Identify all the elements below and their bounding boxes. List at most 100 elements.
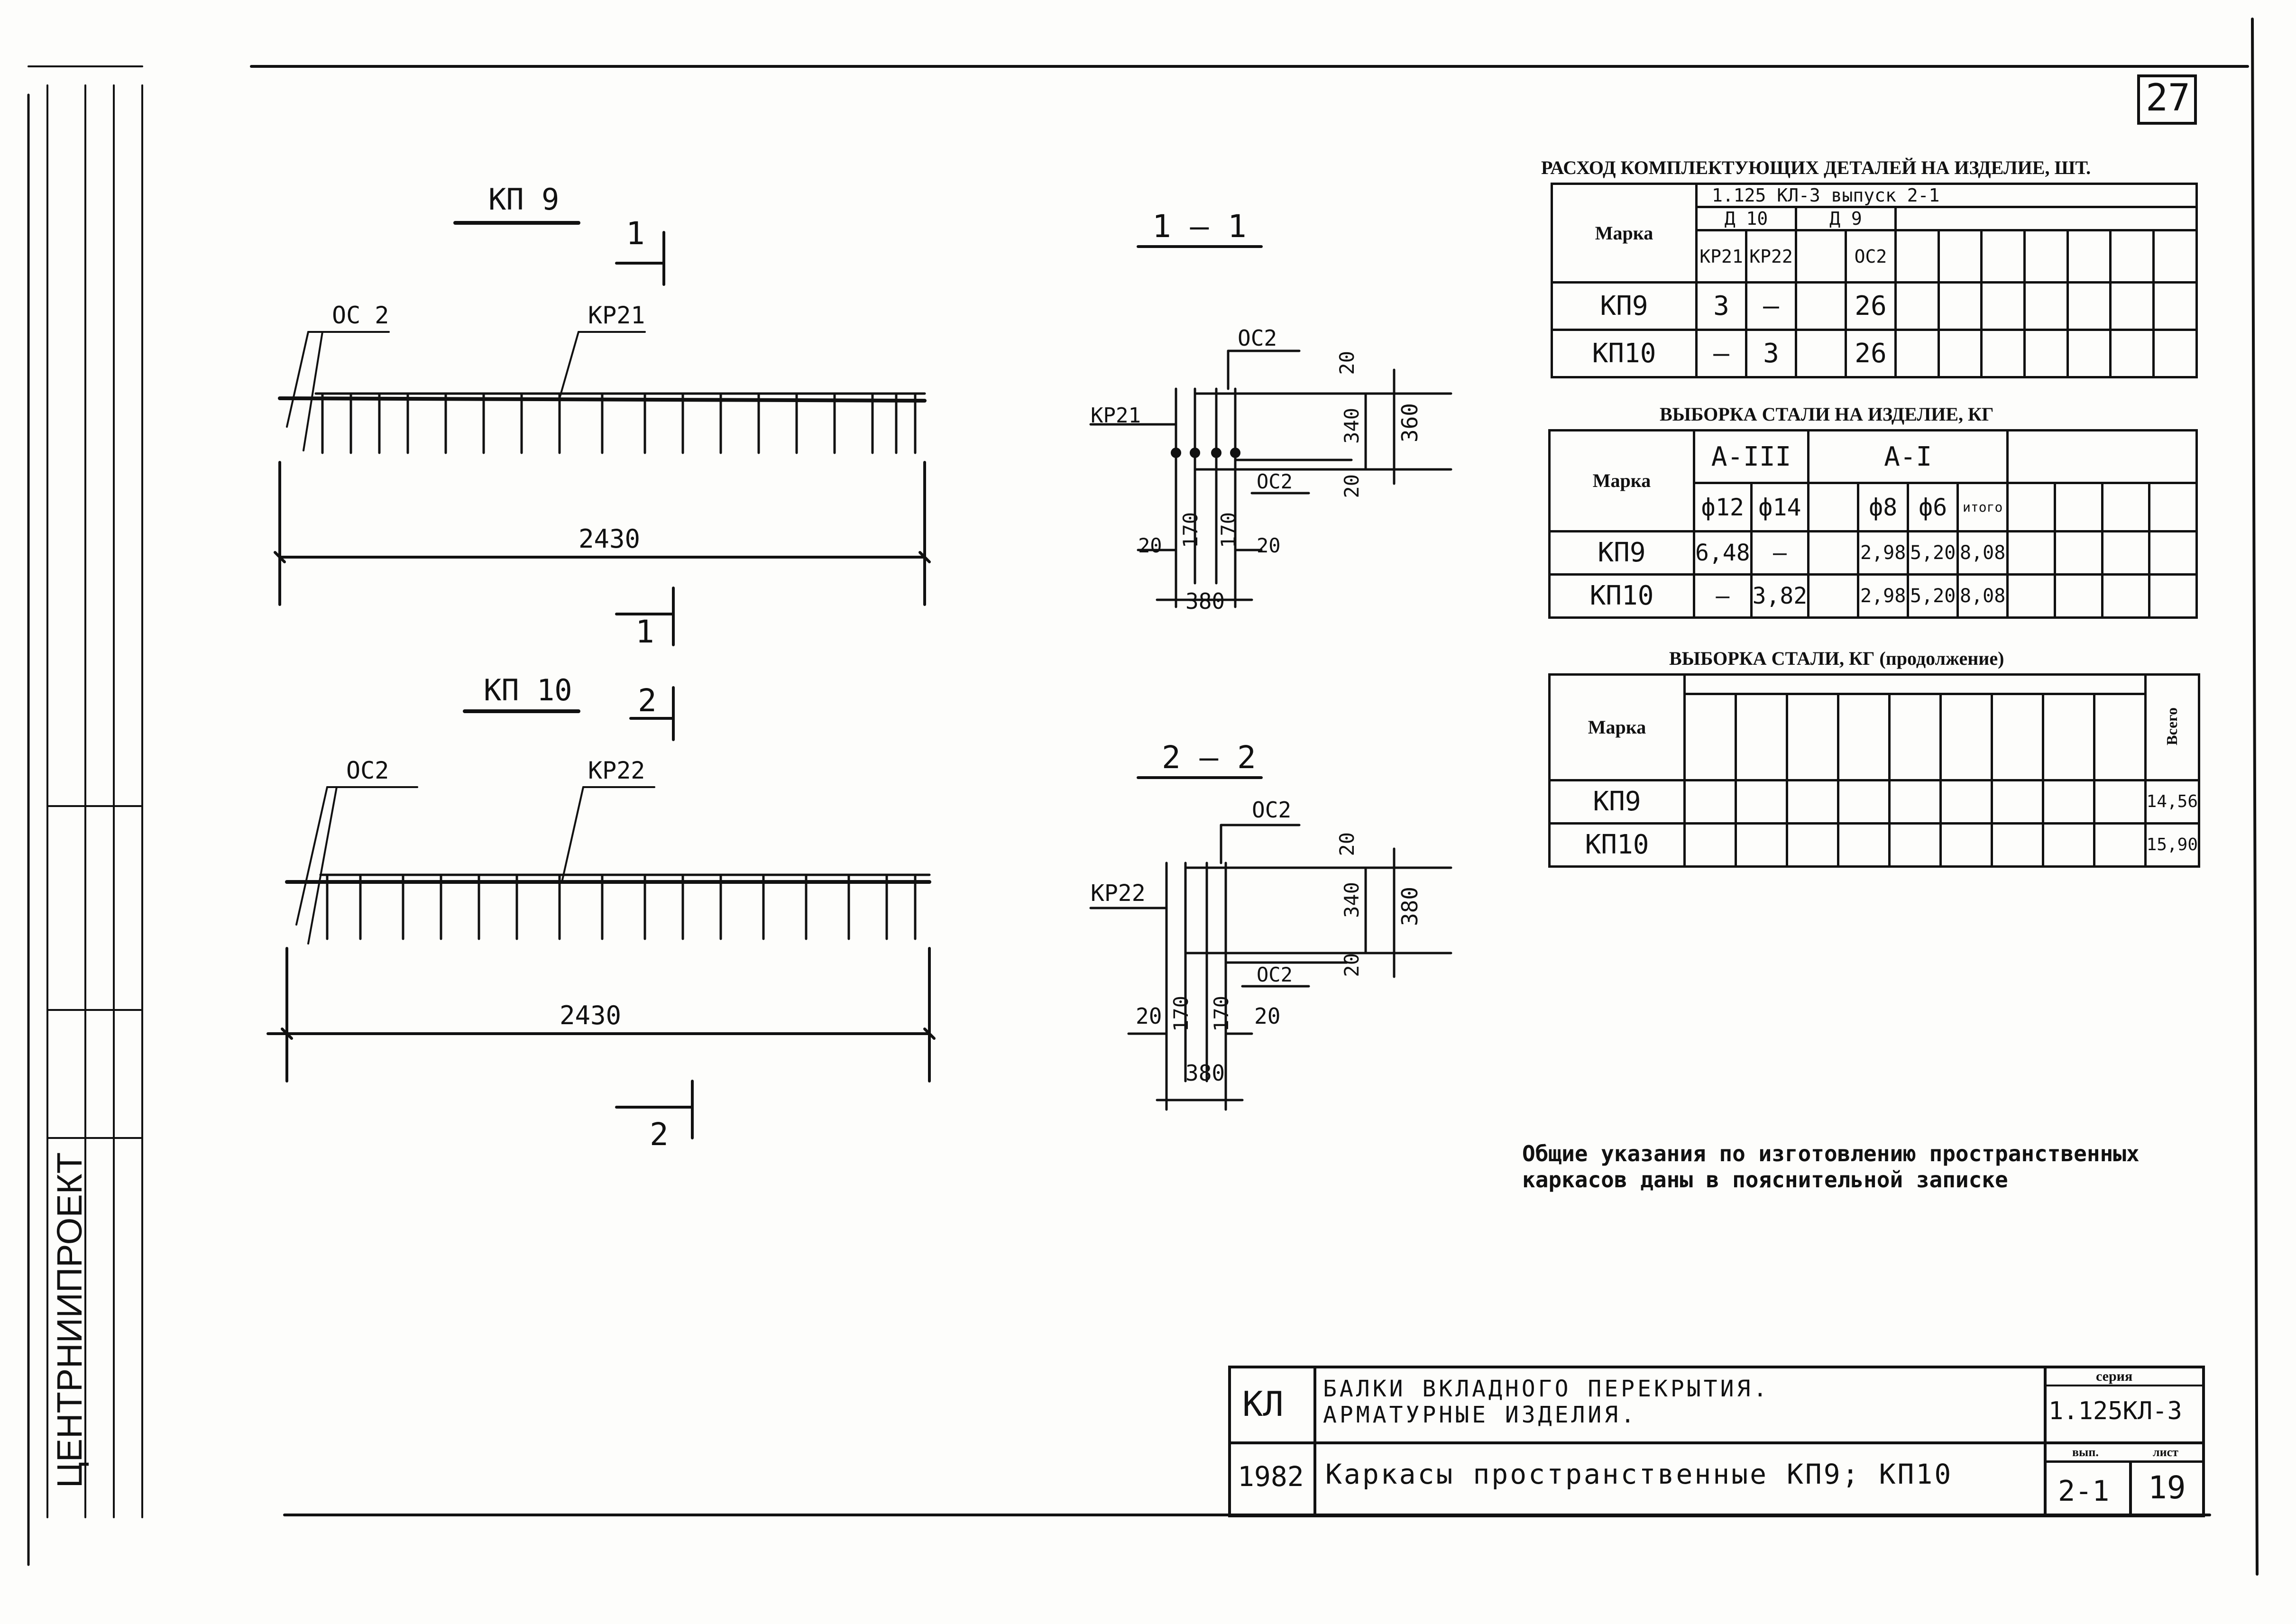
section1-mesh-label: КР21 xyxy=(1091,404,1141,428)
title-block: КЛ 1982 БАЛКИ ВКЛАДНОГО ПЕРЕКРЫТИЯ. АРМА… xyxy=(1228,1366,2205,1517)
title-block-divider xyxy=(2044,1385,2205,1386)
steel-cell: 3,82 xyxy=(1750,573,1810,619)
steel-cell: 6,48 xyxy=(1693,530,1753,576)
title-block-code: КЛ xyxy=(1242,1384,1284,1424)
kp9-section-mark: 1 xyxy=(626,215,645,252)
title-block-divider xyxy=(1228,1441,2205,1444)
steel-col: ф8 xyxy=(1857,482,1910,532)
steel-cell: 8,08 xyxy=(1956,573,2009,619)
parts-col xyxy=(1795,229,1847,284)
parts-doc-ref: 1.125 КЛ-3 выпуск 2-1 xyxy=(1695,183,2198,208)
parts-cell: — xyxy=(1695,329,1747,378)
section2-dim-380: 380 xyxy=(1397,887,1423,927)
parts-row-mark: КП9 xyxy=(1551,281,1698,331)
parts-table: Марка 1.125 КЛ-3 выпуск 2-1 Д 10 Д 9 КР2… xyxy=(1551,183,2198,378)
kp10-title: КП 10 xyxy=(484,673,572,707)
title-block-divider xyxy=(2044,1460,2205,1463)
cont-row-mark: КП9 xyxy=(1548,779,1686,825)
parts-col: КР21 xyxy=(1695,229,1747,284)
title-block-issue: 2-1 xyxy=(2058,1475,2110,1508)
parts-table-caption: РАСХОД КОМПЛЕКТУЮЩИХ ДЕТАЛЕЙ НА ИЗДЕЛИЕ,… xyxy=(1541,157,2091,178)
steel-cont-table: Марка Всего КП9 14,56 КП10 15,90 xyxy=(1548,673,2201,868)
steel-table-caption: ВЫБОРКА СТАЛИ НА ИЗДЕЛИЕ, КГ xyxy=(1660,404,1994,425)
kp10-section-mark: 2 xyxy=(638,682,657,719)
section2-dim-20-top: 20 xyxy=(1335,832,1359,856)
kp9-callout-os: ОС 2 xyxy=(332,302,389,329)
section2-dim-20-right: 20 xyxy=(1254,1003,1281,1029)
parts-cell: 3 xyxy=(1695,281,1747,331)
steel-col: ф6 xyxy=(1907,482,1959,532)
title-block-subject-1: БАЛКИ ВКЛАДНОГО ПЕРЕКРЫТИЯ. xyxy=(1323,1376,1770,1402)
parts-group-1: Д 10 xyxy=(1695,206,1797,231)
parts-col-empty xyxy=(1894,229,1940,284)
section2-title: 2 — 2 xyxy=(1162,739,1256,776)
section2-dim-width: 380 xyxy=(1185,1060,1225,1086)
section1-dim-width: 380 xyxy=(1185,588,1225,614)
title-block-sheet-label: лист xyxy=(2153,1445,2178,1459)
section1-dim-20-top: 20 xyxy=(1335,351,1359,375)
steel-col xyxy=(1807,482,1860,532)
title-block-sheet-title: Каркасы пространственные КП9; КП10 xyxy=(1325,1458,1953,1490)
cont-row-mark: КП10 xyxy=(1548,822,1686,868)
steel-cell xyxy=(1807,530,1860,576)
parts-cell: 26 xyxy=(1845,329,1897,378)
parts-cell: 26 xyxy=(1845,281,1897,331)
steel-cell xyxy=(1807,573,1860,619)
title-block-divider xyxy=(2044,1366,2047,1517)
section2-mesh-label: КР22 xyxy=(1091,880,1146,907)
section1-dim-340: 340 xyxy=(1340,408,1363,444)
kp10-callout-os: ОС2 xyxy=(346,757,389,784)
section2-dim-20-bottom: 20 xyxy=(1340,953,1363,977)
section1-dim-20-right: 20 xyxy=(1257,534,1281,557)
margin-stamp: ЦЕНТРНИИПРОЕКТ xyxy=(50,1152,89,1488)
parts-cell: — xyxy=(1745,281,1797,331)
parts-group-2: Д 9 xyxy=(1795,206,1897,231)
section2-top-label: ОС2 xyxy=(1252,797,1292,823)
cont-row-total: 15,90 xyxy=(2144,822,2201,868)
steel-cell: 5,20 xyxy=(1907,530,1959,576)
section2-dim-170-a: 170 xyxy=(1169,996,1193,1032)
steel-group-2: А-I xyxy=(1807,429,2009,485)
title-block-subject-2: АРМАТУРНЫЕ ИЗДЕЛИЯ. xyxy=(1323,1402,1638,1428)
general-note-line2: каркасов даны в пояснительной записке xyxy=(1522,1167,2008,1193)
parts-col-empty xyxy=(2023,229,2069,284)
section2-side-label: ОС2 xyxy=(1257,963,1293,986)
steel-cell: 2,98 xyxy=(1857,530,1910,576)
section1-dim-360: 360 xyxy=(1397,403,1423,443)
parts-col-empty xyxy=(1937,229,1983,284)
kp9-title: КП 9 xyxy=(488,182,560,217)
general-note-line1: Общие указания по изготовлению пространс… xyxy=(1522,1141,2140,1166)
parts-col-empty xyxy=(2109,229,2155,284)
steel-row-mark: КП10 xyxy=(1548,573,1695,619)
steel-col-marka: Марка xyxy=(1548,429,1695,532)
cont-header-empty xyxy=(1683,673,2147,695)
title-block-divider xyxy=(2129,1460,2132,1517)
steel-group-empty xyxy=(2006,429,2198,485)
parts-col-empty xyxy=(2152,229,2198,284)
title-block-year: 1982 xyxy=(1238,1460,1304,1493)
steel-cell: 2,98 xyxy=(1857,573,1910,619)
section2-dim-170-b: 170 xyxy=(1210,996,1233,1032)
steel-col: итого xyxy=(1956,482,2009,532)
parts-cell: 3 xyxy=(1745,329,1797,378)
kp9-section-mark-bottom: 1 xyxy=(635,614,654,650)
title-block-series-label: серия xyxy=(2096,1368,2133,1384)
cont-col-total-label: Всего xyxy=(2163,707,2181,745)
steel-cell: — xyxy=(1750,530,1810,576)
kp10-length-dim: 2430 xyxy=(560,1000,622,1030)
steel-cell: 8,08 xyxy=(1956,530,2009,576)
section1-dim-20-left: 20 xyxy=(1138,534,1162,557)
parts-row-mark: КП10 xyxy=(1551,329,1698,378)
steel-col: ф12 xyxy=(1693,482,1753,532)
steel-row-mark: КП9 xyxy=(1548,530,1695,576)
title-block-sheet: 19 xyxy=(2148,1469,2186,1506)
parts-cell xyxy=(1795,281,1847,331)
section1-dim-20-bottom: 20 xyxy=(1340,474,1363,498)
parts-col-empty xyxy=(2066,229,2112,284)
kp9-length-dim: 2430 xyxy=(579,524,641,554)
title-block-issue-label: вып. xyxy=(2072,1445,2099,1459)
section1-title: 1 — 1 xyxy=(1152,208,1247,245)
kp10-callout-kr: КР22 xyxy=(588,757,645,784)
steel-table: Марка А-III А-I ф12 ф14 ф8 ф6 итого КП9 … xyxy=(1548,429,2198,619)
